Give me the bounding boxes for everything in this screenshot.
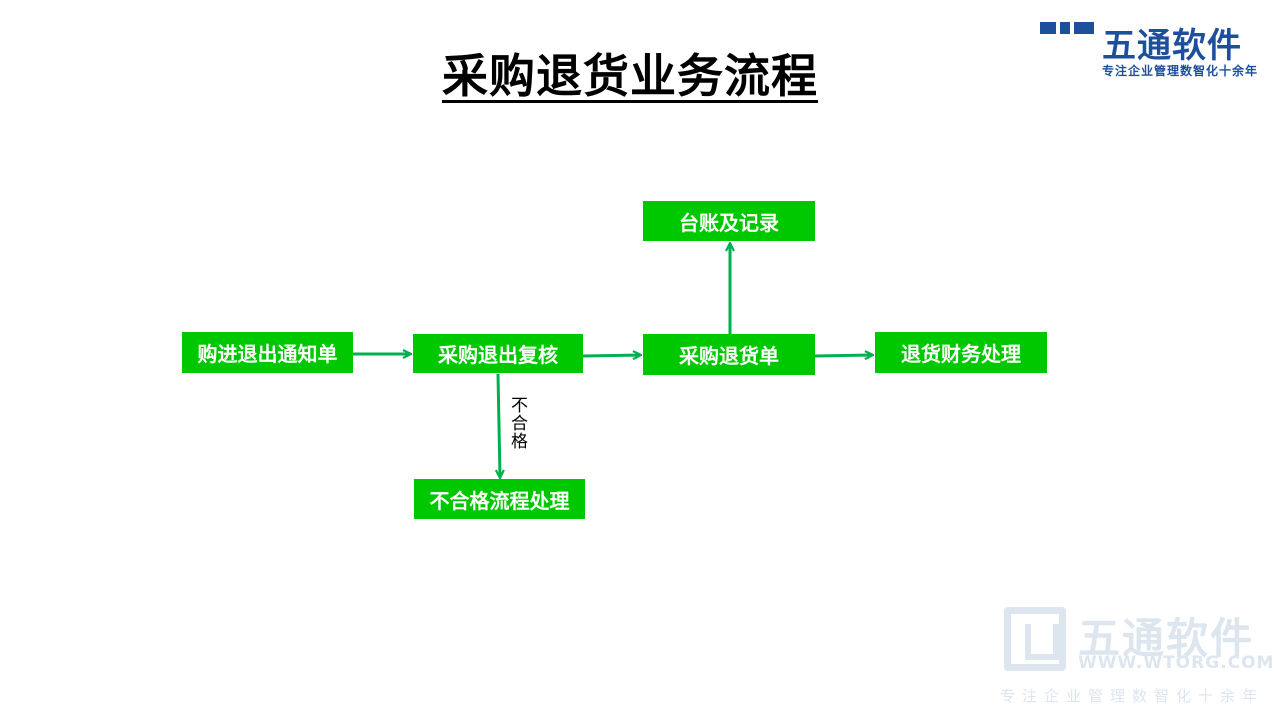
watermark-url: WWW.WTORG.COM — [1078, 653, 1275, 673]
edge-label-unqualified: 不合格 — [507, 396, 527, 450]
node-notice: 购进退出通知单 — [182, 332, 353, 373]
wutong-logo-icon — [1040, 22, 1094, 34]
node-ledger: 台账及记录 — [643, 201, 815, 241]
brand-logo: 五通软件 专注企业管理数智化十余年 — [1040, 18, 1260, 82]
wutong-watermark-icon — [1004, 607, 1066, 671]
node-return-order: 采购退货单 — [643, 334, 815, 375]
node-review: 采购退出复核 — [413, 334, 583, 373]
node-unqualified: 不合格流程处理 — [414, 479, 585, 519]
node-finance: 退货财务处理 — [875, 332, 1047, 373]
page-title: 采购退货业务流程 — [442, 49, 818, 103]
brand-slogan: 专注企业管理数智化十余年 — [1102, 64, 1259, 78]
brand-name: 五通软件 — [1102, 26, 1242, 66]
watermark-name: 五通软件 — [1078, 614, 1255, 663]
arrow-review-to-return-order — [582, 355, 640, 356]
arrow-return-order-to-finance — [814, 355, 872, 356]
arrow-review-to-unqualified — [498, 373, 500, 477]
watermark: 五通软件 WWW.WTORG.COM 专注企业管理数智化十余年 — [1000, 605, 1273, 715]
watermark-slogan: 专注企业管理数智化十余年 — [1000, 687, 1265, 705]
